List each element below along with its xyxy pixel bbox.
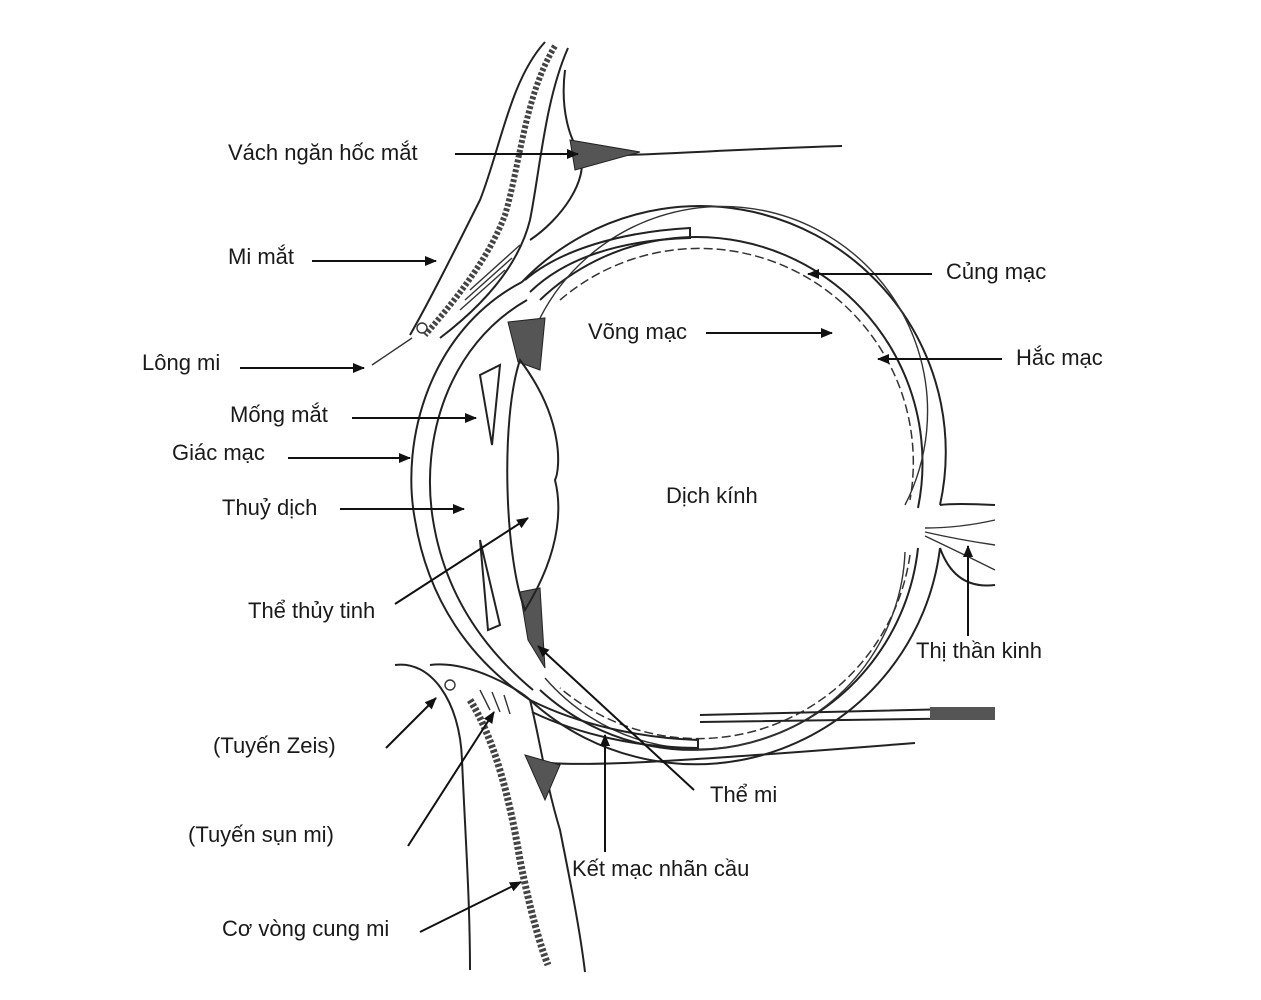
septum-node-upper [570, 140, 640, 170]
arrow-tuyen-zeis [386, 698, 436, 748]
upper-eyelid [372, 42, 842, 365]
arrow-co-vong [420, 882, 521, 932]
upper-lid-outer [410, 42, 545, 335]
label-the-thuy-tinh: Thể thủy tinh [248, 598, 375, 624]
label-giac-mac: Giác mạc [172, 440, 265, 466]
iris-lower [480, 540, 500, 630]
upper-lid-inner [440, 48, 568, 338]
upper-lid-tarsus [460, 245, 520, 310]
label-thuy-dich: Thuỷ dịch [222, 495, 317, 521]
lower-eyelid [395, 664, 915, 972]
label-co-vong-cung-mi: Cơ vòng cung mi [222, 916, 389, 942]
label-vong-mac: Võng mạc [588, 319, 687, 345]
label-mong-mat: Mống mắt [230, 402, 328, 428]
label-tuyen-sun-mi: (Tuyến sụn mi) [168, 814, 354, 856]
label-ket-mac-nhan-cau: Kết mạc nhãn cầu [572, 856, 749, 882]
ciliary-body-upper [508, 318, 545, 370]
label-the-mi: Thể mi [710, 782, 777, 808]
retina-layer [540, 206, 928, 749]
orbit-floor-dark [930, 707, 995, 720]
lower-lid-muscle [470, 700, 548, 965]
lens [507, 360, 558, 610]
upper-fornix [525, 228, 690, 292]
label-cung-mac: Củng mạc [946, 259, 1046, 285]
septum-node-lower [525, 755, 560, 800]
orbital-septum-upper [564, 70, 842, 155]
lower-zeis-gland [445, 680, 455, 690]
iris-upper [480, 365, 500, 445]
orbital-septum-lower [530, 743, 915, 764]
lower-tarsus [480, 690, 510, 714]
upper-lash [372, 338, 412, 365]
label-mi-mat: Mi mắt [228, 244, 294, 270]
label-hac-mac: Hắc mạc [1016, 345, 1103, 371]
optic-nerve-fibers [925, 520, 995, 570]
arrow-the-thuy-tinh [395, 518, 528, 604]
label-long-mi: Lông mi [142, 350, 220, 376]
label-vach-ngan-hoc-mat: Vách ngăn hốc mắt [228, 140, 418, 166]
arrow-the-mi [538, 646, 694, 790]
upper-zeis-gland [417, 323, 427, 333]
arrow-tuyen-sun-mi [408, 712, 494, 846]
lower-lid-skin [395, 665, 470, 970]
label-dich-kinh: Dịch kính [666, 483, 758, 509]
label-tuyen-zeis: (Tuyến Zeis) [193, 725, 356, 767]
label-thi-than-kinh: Thị thần kinh [916, 638, 1042, 664]
ciliary-body-lower [520, 588, 545, 668]
lower-fornix [530, 700, 698, 748]
